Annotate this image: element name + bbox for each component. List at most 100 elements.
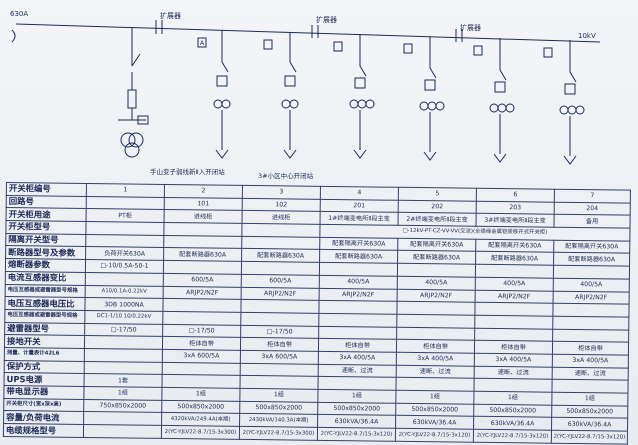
schedule-cell: 3DB 1000NA [84, 297, 164, 312]
schedule-cell: 4 [320, 186, 399, 200]
schedule-cell: 配套断路器630A [397, 250, 476, 265]
schedule-cell: A10/0.1A-0.22kV [85, 284, 164, 299]
schedule-cell [83, 411, 162, 426]
schedule-cell [318, 325, 397, 340]
pt-cabinet-circuit [118, 28, 149, 158]
schedule-cell: 配套隔离开关630A [397, 238, 476, 252]
schedule-cell: ARJP2/N2F [553, 290, 630, 305]
schedule-cell: 3xA 400/5A [552, 354, 629, 368]
schedule-cell [163, 235, 242, 249]
extender-marker-2 [311, 25, 319, 38]
schedule-cell: 1 [86, 183, 165, 198]
schedule-cell [319, 262, 398, 277]
caption-incoming-2: 3#小区中心开闭站 [258, 171, 314, 180]
schedule-cell [396, 314, 475, 328]
schedule-cell [162, 362, 241, 376]
feeder-circuit-3 [333, 34, 375, 159]
schedule-cell: 101 [164, 197, 243, 211]
schedule-cell [84, 361, 163, 375]
schedule-cell: 配套断路器630A [241, 248, 320, 263]
schedule-row-label: UPS电源 [4, 372, 85, 387]
schedule-cell: □-17/50 [240, 324, 319, 339]
schedule-cell [474, 315, 553, 329]
schedule-cell [241, 236, 320, 250]
schedule-cell: 1组 [395, 390, 474, 404]
schedule-cell: 柜体自带 [396, 339, 475, 354]
schedule-cell: 1组 [83, 386, 163, 401]
schedule-cell [474, 327, 553, 342]
schedule-cell: 400/5A [553, 278, 630, 292]
bus-label-extender-2: 扩展器 [316, 15, 337, 24]
schedule-cell: 6 [476, 188, 555, 202]
ammeter-label: A [200, 40, 205, 47]
schedule-cell [552, 328, 629, 343]
schedule-cell: 750x850x2000 [83, 399, 162, 413]
schedule-cell [162, 298, 242, 313]
schedule-cell: □-10/0.5A-50-1 [85, 259, 164, 274]
schedule-cell: 配套隔离开关630A [319, 237, 398, 251]
schedule-cell [396, 326, 475, 341]
schedule-cell: 204 [554, 201, 631, 216]
schedule-cell [84, 335, 163, 350]
bus-label-voltage: 10kV [578, 32, 596, 40]
schedule-row-label: 电压互感器电压比 [4, 296, 86, 311]
extender-marker-3 [455, 29, 463, 42]
caption-incoming-1: 手山变子弱线新Ⅱ入开闭站 [150, 167, 225, 176]
schedule-cell: 3xA 400/5A [396, 352, 475, 366]
schedule-row-label: 避雷器型号 [4, 322, 85, 336]
schedule-cell: 5 [398, 187, 477, 201]
schedule-cell [551, 379, 629, 394]
schedule-cell [553, 265, 630, 279]
schedule-row-label: 保护方式 [4, 360, 85, 374]
schedule-cell: 400/5A [319, 275, 398, 289]
schedule-cell [241, 261, 320, 276]
schedule-row-label: 开关柜型号 [5, 220, 87, 235]
schedule-cell: DC1-1/10 10/0.22kV [84, 310, 163, 324]
schedule-cell: 600/5A [241, 274, 320, 288]
schedule-cell [552, 303, 630, 317]
schedule-cell: 630kVA/36.4A [551, 417, 628, 432]
schedule-cell [317, 376, 397, 391]
main-busbar [15, 23, 601, 43]
schedule-cell: 配套断路器630A [475, 251, 554, 266]
schedule-row-label: 回路号 [6, 195, 87, 209]
schedule-cell: 600/5A [163, 273, 242, 287]
schedule-cell: 500x850x2000 [161, 400, 240, 414]
schedule-cell: 3xA 600/5A [240, 350, 319, 364]
schedule-row-label: 带电显示器 [3, 385, 85, 400]
schedule-cell [83, 424, 162, 439]
schedule-row-label: 电流互感器变比 [5, 271, 86, 285]
schedule-cell [86, 196, 165, 210]
schedule-cell: 500x850x2000 [317, 402, 396, 416]
schedule-cell [318, 300, 398, 315]
schedule-cell: 柜体自带 [162, 336, 241, 351]
schedule-cell: 1套 [84, 373, 163, 388]
schedule-cell: 1组 [239, 388, 318, 403]
schedule-cell: 配套断路器630A [319, 249, 398, 264]
schedule-row-label: 隔离开关型号 [5, 233, 86, 247]
schedule-cell: 配套隔离开关630A [553, 239, 630, 254]
schedule-cell: 500x850x2000 [473, 403, 552, 418]
schedule-cell: ARJP2/N2F [163, 285, 242, 300]
bus-label-extender-1: 扩展器 [160, 11, 181, 20]
arrester-icon [137, 115, 149, 125]
schedule-row-label: 电压互感器或避雷器型号规格 [4, 309, 85, 324]
schedule-cell: 400/5A [397, 276, 476, 290]
schedule-row-label: 容量/负荷电流 [3, 410, 84, 425]
schedule-cell: 1#终端变电所Ⅱ段主变 [320, 211, 399, 226]
schedule-row-label: 电缆规格型号 [3, 423, 84, 438]
entry-terminal-icon [11, 29, 16, 43]
schedule-cell: 1组 [551, 392, 628, 406]
schedule-cell: ARJP2/N2F [319, 287, 398, 302]
schedule-row-label: 测量、计量表计42L6 [4, 347, 85, 362]
schedule-cell [240, 363, 319, 377]
schedule-row-label: 开关柜用途 [6, 207, 87, 222]
voltage-transformer-icon [120, 132, 136, 148]
schedule-cell: 配套断路器630A [553, 252, 630, 267]
schedule-cell: 速断、过流 [396, 364, 475, 379]
schedule-cell [240, 299, 320, 314]
schedule-cell [395, 377, 475, 392]
schedule-cell: 500x850x2000 [551, 404, 628, 419]
schedule-row-label: 开关柜编号 [6, 182, 87, 197]
schedule-cell: □-17/50 [84, 323, 163, 337]
